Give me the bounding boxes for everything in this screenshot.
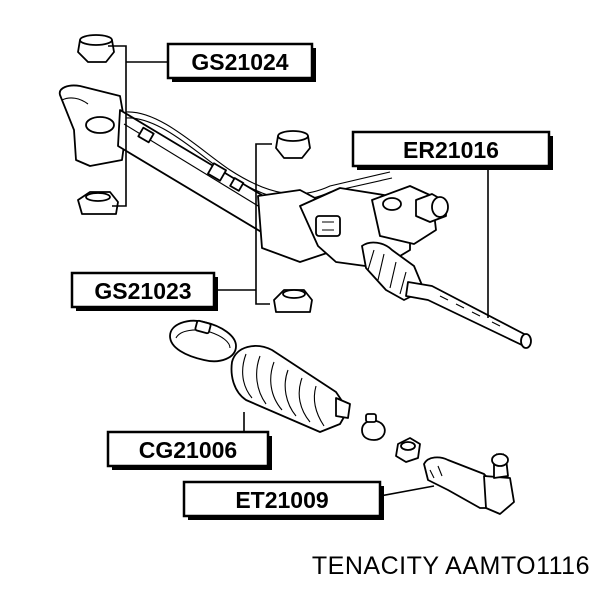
label-er21016: ER21016 [351, 130, 553, 170]
brand-caption: TENACITY AAMTO1116 [311, 552, 590, 580]
label-er21016-text: ER21016 [403, 137, 499, 163]
label-cg21006-text: CG21006 [139, 437, 237, 463]
tie-rod-end-et21009 [423, 453, 515, 515]
leader-lines [108, 45, 489, 497]
label-gs21024-text: GS21024 [191, 49, 288, 75]
label-gs21023: GS21023 [70, 271, 218, 311]
bushing-gs21023-top [275, 130, 311, 159]
lock-nut [395, 437, 421, 463]
steering-rack-housing [58, 84, 532, 349]
bushing-gs21024-bottom [77, 191, 119, 215]
bushing-gs21023-bottom [273, 289, 313, 313]
steering-boot-cg21006 [230, 345, 351, 433]
label-gs21024: GS21024 [166, 42, 316, 82]
boot-clamp [169, 319, 237, 363]
label-cg21006: CG21006 [106, 430, 272, 470]
bushing-gs21024-top [77, 34, 115, 63]
small-boot-clip [361, 413, 386, 441]
label-et21009-text: ET21009 [235, 487, 328, 513]
label-et21009: ET21009 [182, 480, 384, 520]
label-gs21023-text: GS21023 [94, 278, 191, 304]
